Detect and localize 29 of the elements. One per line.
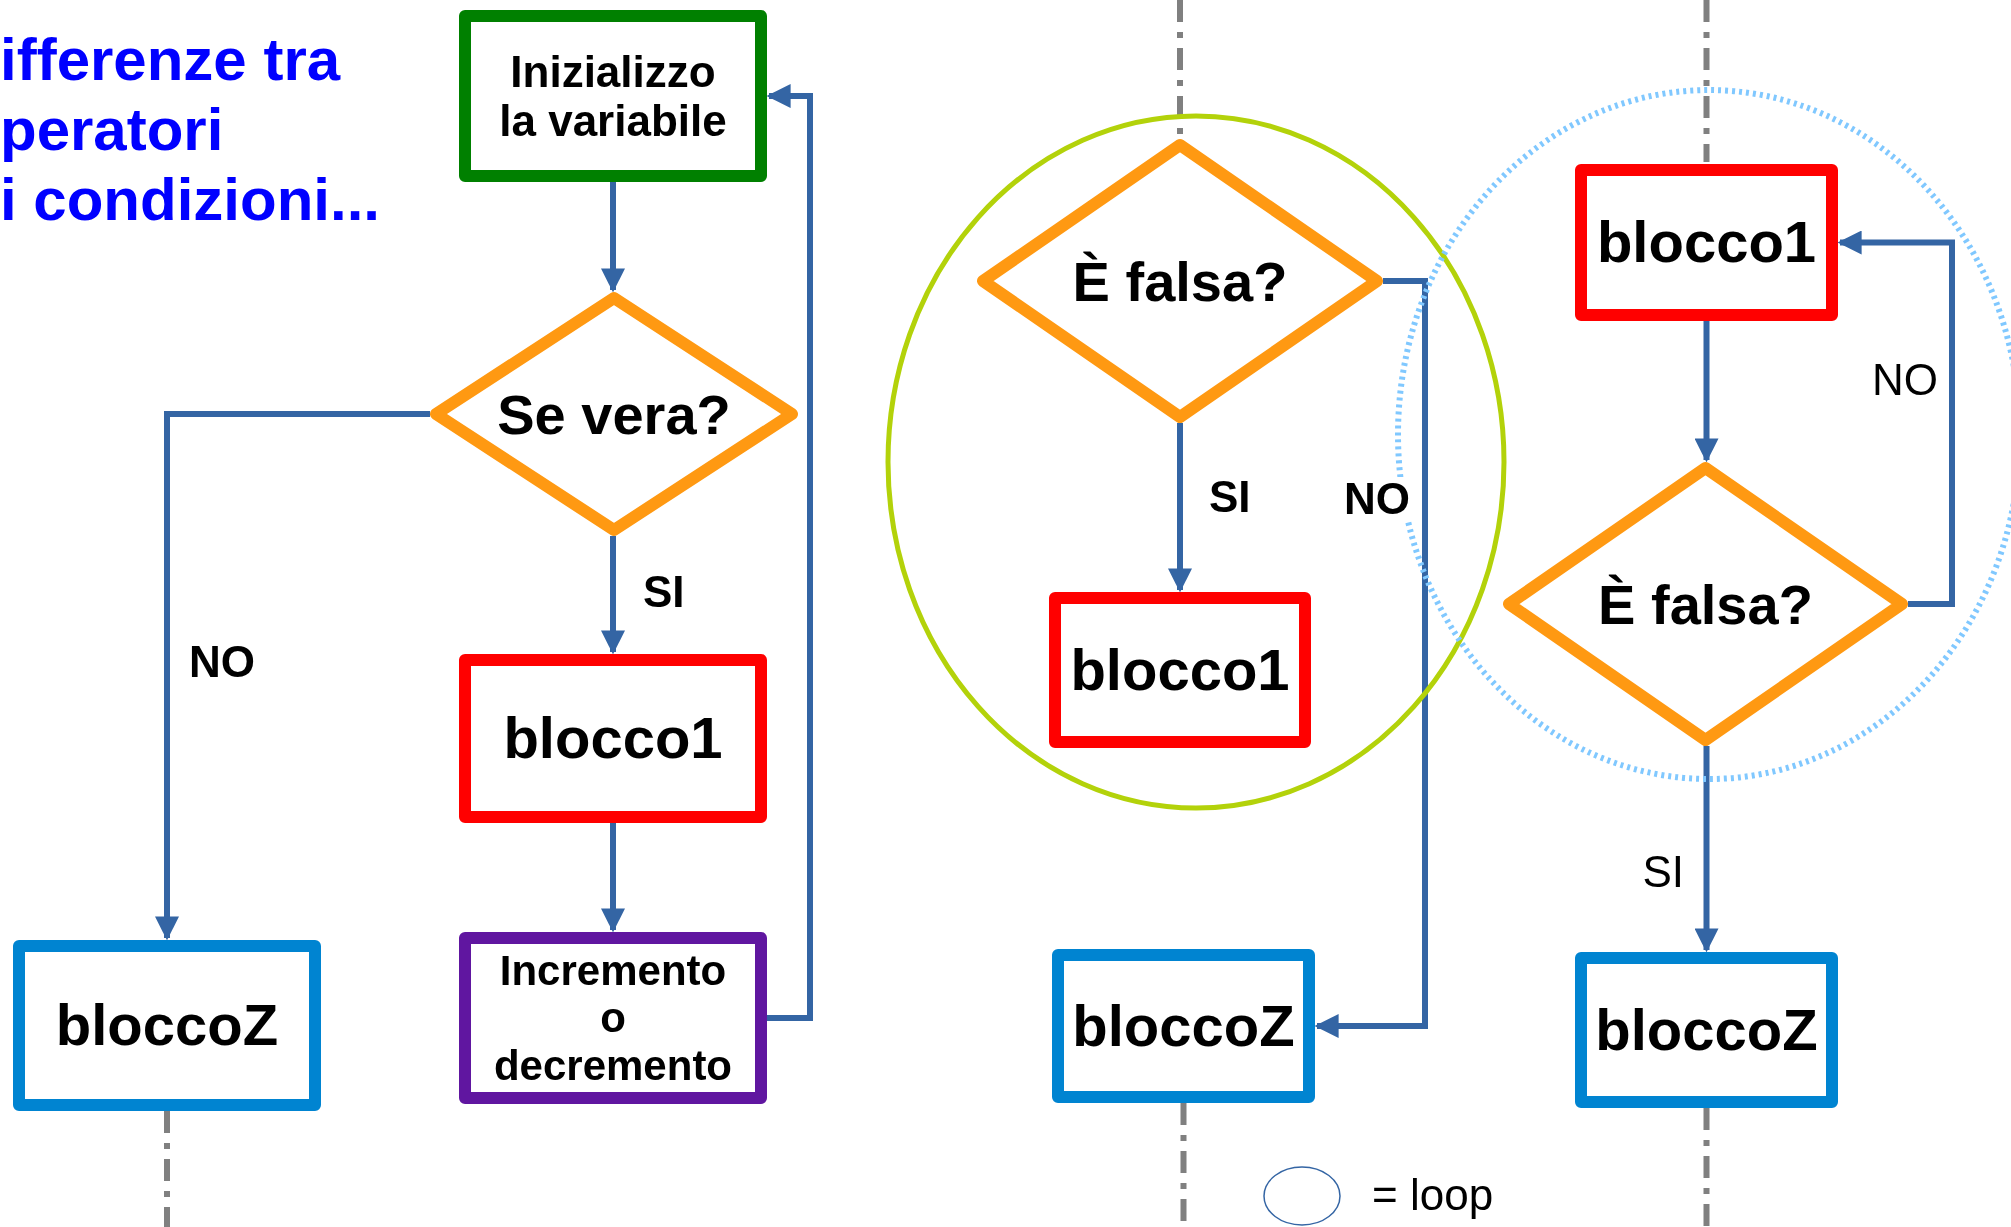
dashed-line [164,1111,170,1227]
condition-text: Se vera? [497,381,731,447]
process-box: bloccoZ [1052,949,1315,1103]
process-box: Inizializzo la variabile [459,10,767,182]
condition-text: È falsa? [1598,571,1813,637]
process-box: blocco1 [459,654,767,823]
arrow [601,823,625,933]
arrow [1314,278,1428,1038]
dashed-line [1177,0,1183,137]
arrow [766,84,813,1021]
process-box: bloccoZ [1575,952,1838,1108]
title-text: peratori [0,100,224,160]
process-box: blocco1 [1575,164,1838,321]
arrow [1168,423,1192,593]
condition-text: È falsa? [1072,248,1288,314]
process-box: blocco1 [1049,592,1311,748]
arrow [155,411,430,941]
title-text: ifferenze tra [0,30,341,90]
process-box: bloccoZ [13,940,321,1111]
arrow [1694,321,1719,463]
arrow [1837,230,1955,607]
dashed-line [1703,0,1710,162]
dashed-line [1703,1108,1710,1227]
process-box: Incremento o decremento [459,932,767,1104]
arrow [601,536,625,655]
arrow [601,182,625,293]
legend-label: = loop [1372,1173,1494,1217]
arrow [1694,746,1719,953]
title-text: i condizioni... [0,170,380,230]
